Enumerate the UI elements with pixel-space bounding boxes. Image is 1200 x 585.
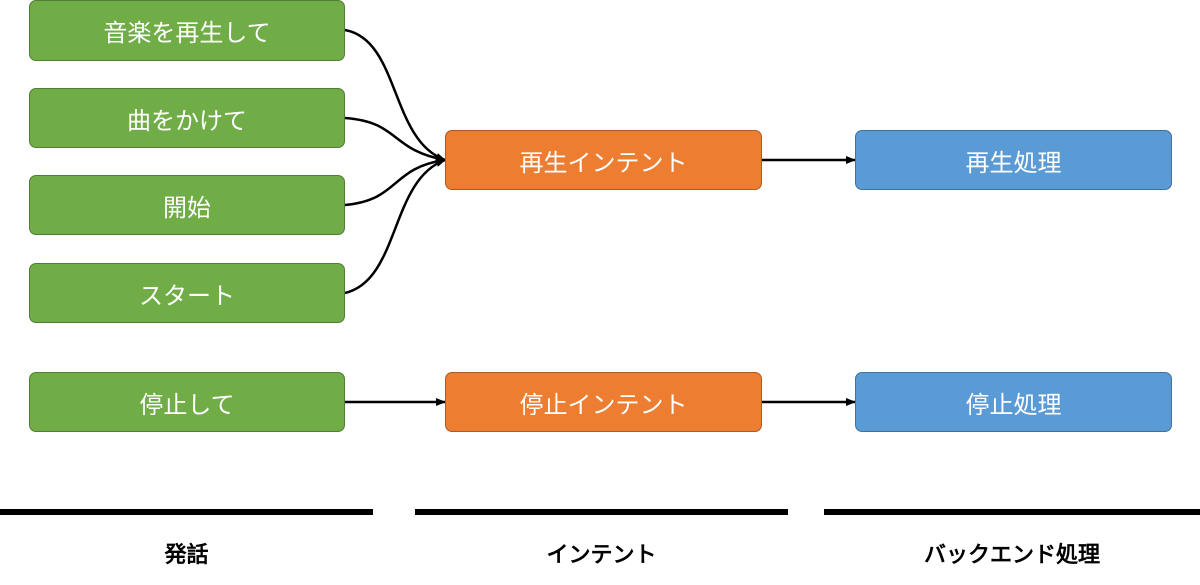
stop-backend-label: 停止処理 [965, 390, 1062, 419]
utterance-label: 曲をかけて [127, 106, 247, 135]
stop-intent-box: 停止インテント [445, 372, 762, 432]
utterance-box: 開始 [29, 175, 345, 235]
connector-utterance-4-to-play-intent [344, 158, 446, 295]
play-intent-label: 再生インテント [519, 148, 688, 177]
utterance-label: 開始 [163, 193, 211, 222]
utterance-box: スタート [29, 263, 345, 323]
utterance-box: 音楽を再生して [29, 0, 345, 61]
stop-backend-box: 停止処理 [855, 372, 1172, 432]
utterance-label: 停止して [139, 390, 235, 419]
utterance-box: 停止して [29, 372, 345, 432]
utterance-column-bar [0, 509, 373, 515]
utterance-column-label: 発話 [164, 543, 209, 568]
backend-column-bar [824, 509, 1200, 515]
utterance-label: スタート [139, 281, 235, 310]
backend-column-label: バックエンド処理 [923, 543, 1100, 568]
utterance-label: 音楽を再生して [103, 19, 271, 47]
connector-utterance-1-to-play-intent [344, 28, 446, 162]
intent-column-bar [415, 509, 788, 515]
connector-utterance-3-to-play-intent [344, 157, 446, 207]
connector-utterance-2-to-play-intent [344, 116, 446, 163]
stop-intent-label: 停止インテント [519, 390, 688, 419]
play-intent-box: 再生インテント [445, 130, 762, 190]
play-backend-label: 再生処理 [965, 148, 1062, 177]
utterance-box: 曲をかけて [29, 88, 345, 148]
intent-column-label: インテント [546, 543, 657, 568]
play-backend-box: 再生処理 [855, 130, 1172, 190]
